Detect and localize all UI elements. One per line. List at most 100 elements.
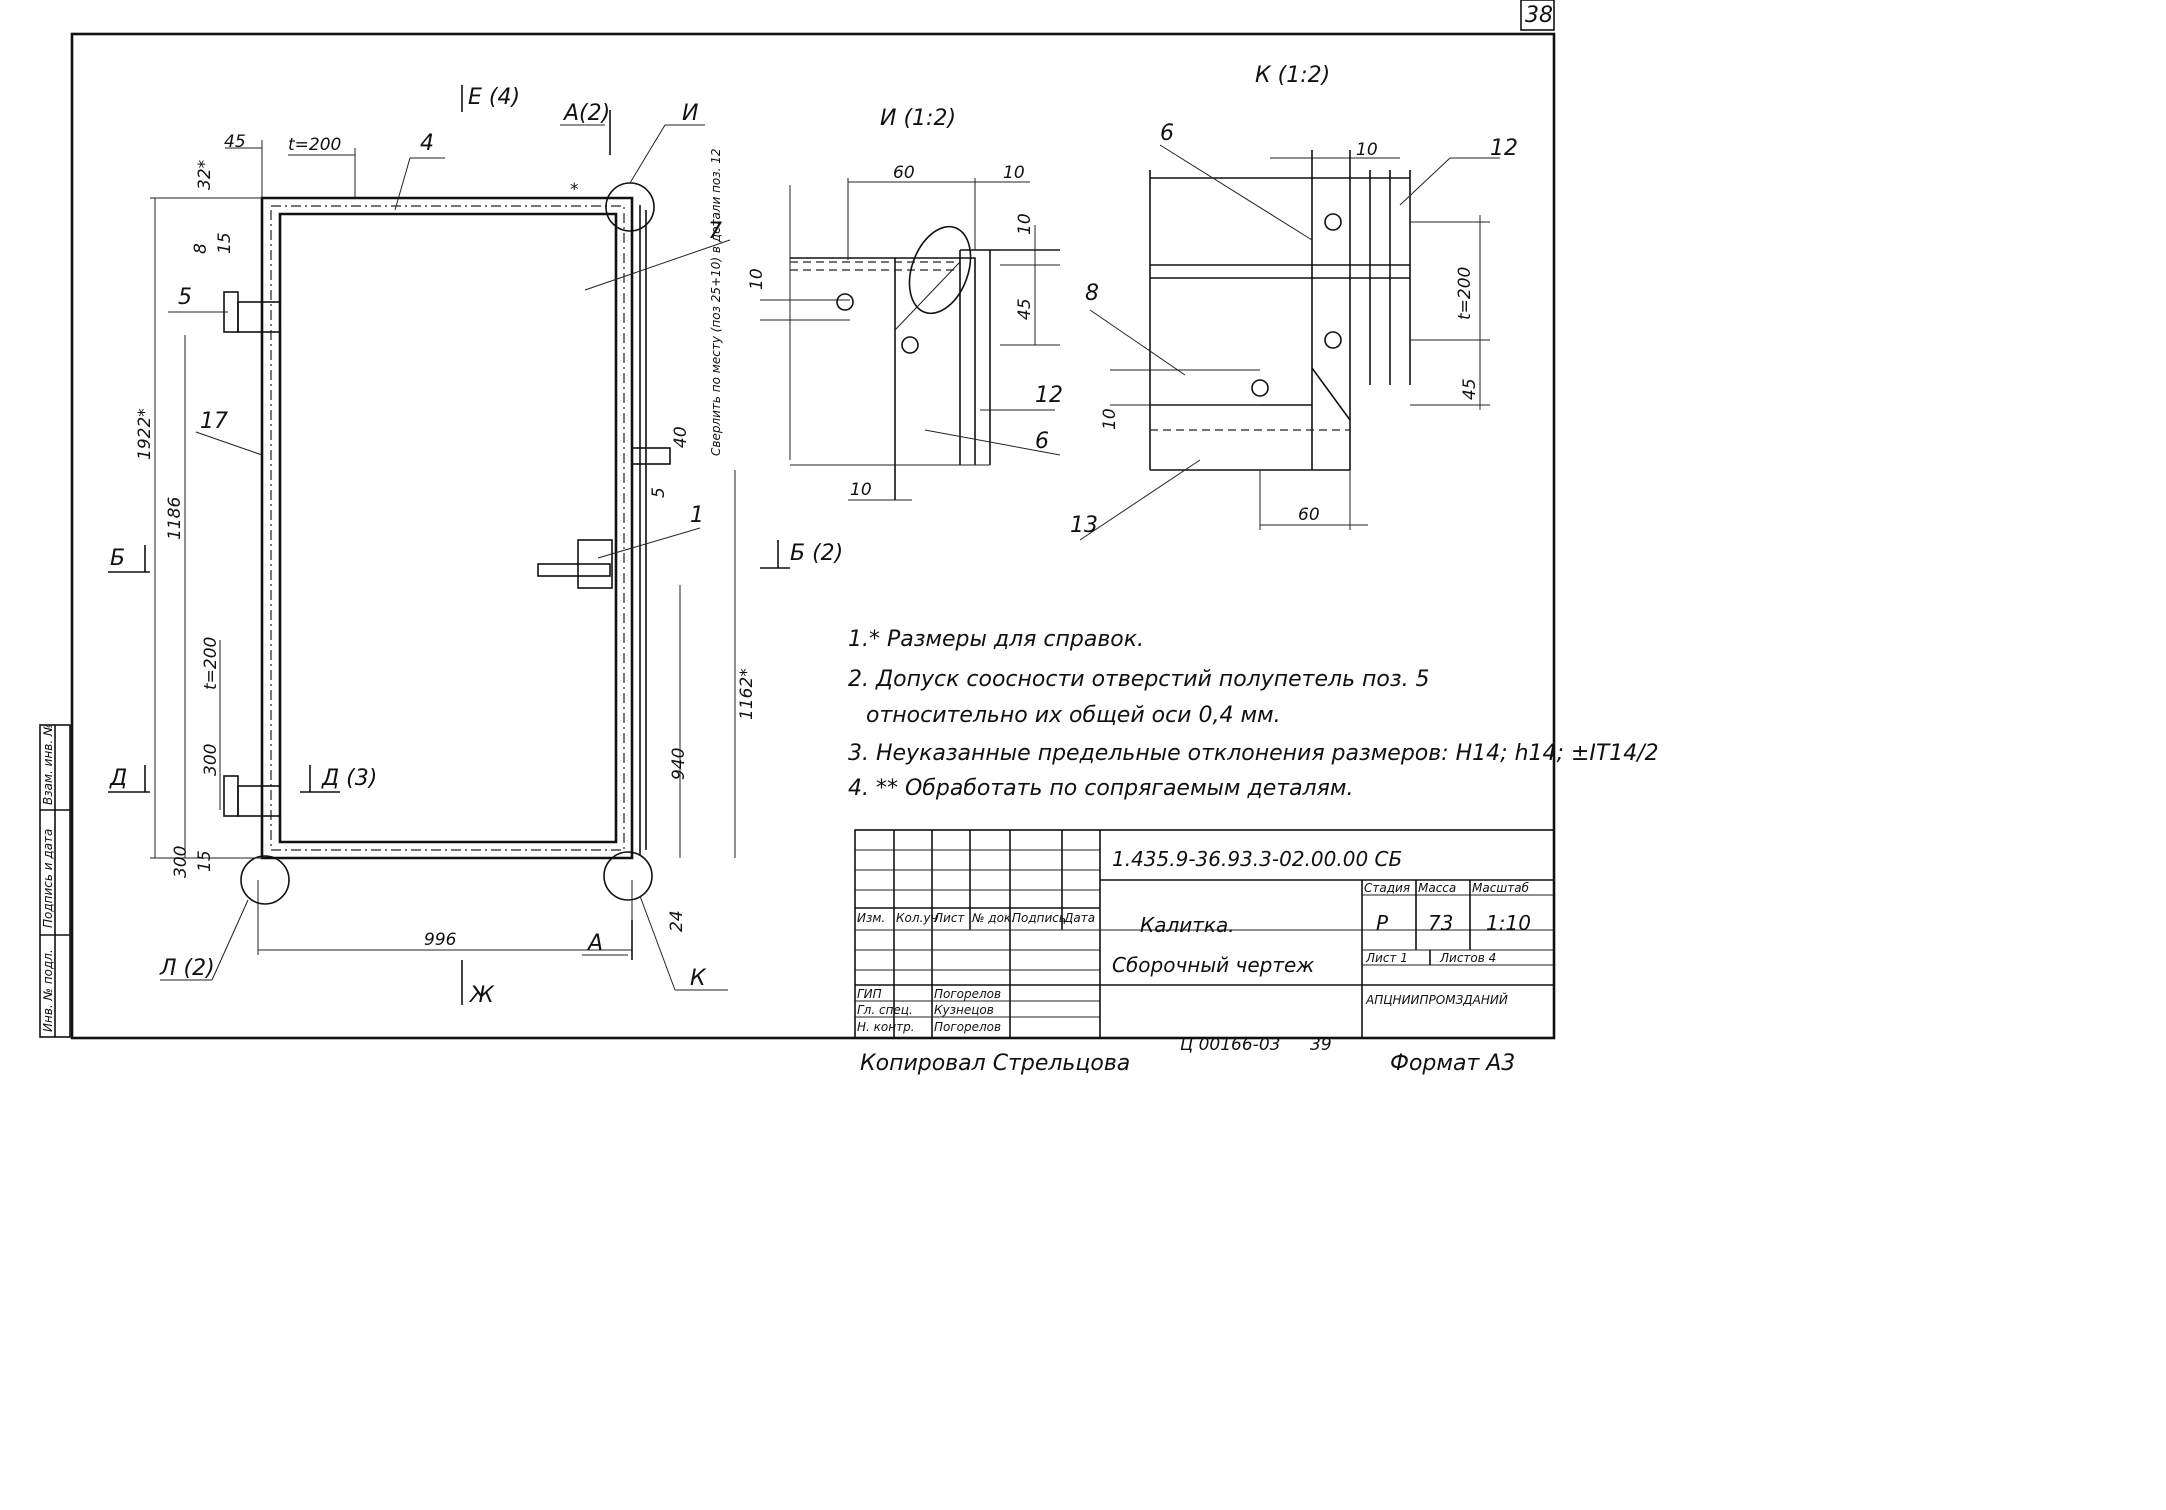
col-list: Лист [933, 911, 965, 925]
dim-5: 5 [649, 487, 669, 498]
detail-i-dim-45: 45 [1015, 298, 1035, 320]
detail-k-pos-12: 12 [1490, 136, 1518, 161]
person-gip: Погорелов [934, 987, 1001, 1001]
cut-a-top-label: А(2) [562, 101, 610, 126]
detail-i-pos-12: 12 [1035, 383, 1063, 408]
dim-15-top: 15 [215, 232, 235, 254]
copier-label: Копировал Стрельцова [860, 1051, 1130, 1076]
detail-k-hole-3 [1251, 379, 1269, 397]
pos-24: 24 [667, 910, 687, 932]
node-i-circle [605, 182, 655, 232]
pos-5: 5 [178, 285, 192, 310]
archive-num: 39 [1310, 1035, 1332, 1055]
page-number: 38 [1525, 3, 1553, 28]
dim-1922: 1922* [135, 408, 155, 460]
sheet-count: Листов 4 [1439, 951, 1496, 965]
view-e-label: Е (4) [468, 85, 520, 110]
sheet-frame [70, 32, 1556, 1040]
role-gip: ГИП [857, 987, 882, 1001]
pos-4: 4 [420, 131, 434, 156]
org-name: АПЦНИИПРОМЗДАНИЙ [1365, 992, 1508, 1007]
dim-t200-top: t=200 [288, 135, 341, 155]
detail-k-hole-2 [1324, 331, 1342, 349]
stage-header: Стадия [1364, 881, 1410, 895]
detail-i-hole-1 [836, 293, 854, 311]
detail-k-dim-10-left: 10 [1100, 408, 1120, 430]
note-1: 1.* Размеры для справок. [848, 627, 1144, 652]
cut-d-label: Д [109, 766, 127, 791]
detail-i-dim-10-top: 10 [1003, 163, 1025, 183]
mass-header: Масса [1418, 881, 1456, 895]
side-stamp-cell-sign: Подпись и дата [41, 829, 55, 928]
node-l-circle [240, 855, 290, 905]
dim-300-bottom: 300 [171, 846, 191, 878]
latch-bolt [537, 563, 611, 577]
dim-45: 45 [224, 132, 246, 152]
dim-996: 996 [424, 930, 457, 950]
col-sign: Подпись [1012, 911, 1066, 925]
view-zh-label: Ж [468, 983, 495, 1008]
title-designation: 1.435.9-36.93.3-02.00.00 СБ [1112, 847, 1402, 871]
col-izm: Изм. [857, 911, 885, 925]
pos-1: 1 [690, 503, 704, 528]
detail-i-hole-2 [901, 336, 919, 354]
notes: 1.* Размеры для справок. 2. Допуск соосн… [848, 627, 1659, 801]
dim-8: 8 [191, 243, 211, 254]
title-block: 1.435.9-36.93.3-02.00.00 СБ Изм. Кол.уч … [854, 829, 1555, 1039]
detail-k-dim-10-top: 10 [1356, 140, 1378, 160]
detail-i-pos-6: 6 [1035, 429, 1049, 454]
node-k-circle [603, 851, 653, 901]
note-3: 3. Неуказанные предельные отклонения раз… [848, 741, 1659, 766]
detail-i-dim-10-bottom: 10 [850, 480, 872, 500]
dim-940: 940 [669, 748, 689, 780]
note-4: 4. ** Обработать по сопрягаемым деталям. [848, 776, 1353, 801]
col-doc: № док. [971, 911, 1015, 925]
detail-k-dim-45: 45 [1460, 378, 1480, 400]
detail-i-dim-10-left: 10 [747, 268, 767, 290]
detail-i-notch [908, 225, 972, 315]
sheet-number: Лист 1 [1365, 951, 1408, 965]
col-date: Дата [1063, 911, 1095, 925]
detail-k-dim-t200: t=200 [1455, 267, 1475, 320]
side-stamp-cell-replace: Взам. инв. № [41, 724, 55, 805]
cut-b2-label: Б (2) [790, 541, 843, 566]
weld-note: Сверлить по месту (поз 25+10) в детали п… [709, 148, 723, 456]
person-spec: Кузнецов [934, 1003, 994, 1017]
gate-frame-inner [278, 212, 618, 844]
drawing-sheet: 38 Инв. № подл. Подпись и дата Взам. инв… [39, 0, 1659, 1076]
hinge-lower [223, 775, 239, 817]
cut-b-label: Б [110, 546, 125, 571]
title-name-line2: Сборочный чертеж [1112, 953, 1314, 977]
dim-32: 32* [195, 160, 215, 190]
node-i-label: И [682, 101, 698, 126]
stage-value: Р [1376, 911, 1389, 935]
detail-k-pos-6: 6 [1160, 121, 1174, 146]
hinge-lower-plate [237, 785, 281, 817]
detail-k-dim-60: 60 [1298, 505, 1320, 525]
hinge-upper-plate [237, 301, 281, 333]
mass-value: 73 [1428, 911, 1453, 935]
format-label: Формат А3 [1390, 1051, 1515, 1076]
gate-frame-outer [260, 196, 634, 860]
detail-k-title: К (1:2) [1255, 63, 1330, 88]
archive-code: Ц 00166-03 [1180, 1035, 1280, 1055]
svg-text:*: * [570, 180, 579, 200]
side-stamp: Инв. № подл. Подпись и дата Взам. инв. № [39, 724, 71, 1038]
detail-i-title: И (1:2) [880, 106, 956, 131]
gate-frame-view: * 45 t=200 32* 8 15 1 [108, 85, 757, 1008]
cut-a-bottom-label: А [586, 931, 603, 956]
note-2-cont: относительно их общей оси 0,4 мм. [866, 703, 1281, 728]
pos-7: 7 [708, 219, 722, 244]
dim-40: 40 [671, 426, 691, 448]
detail-k-pos-8: 8 [1085, 281, 1099, 306]
detail-i-view: И (1:2) 60 10 10 45 10 10 12 6 [747, 106, 1063, 501]
detail-i-dim-60: 60 [893, 163, 915, 183]
role-spec: Гл. спец. [857, 1003, 913, 1017]
page-number-box [1520, 0, 1555, 31]
detail-k-pos-13: 13 [1070, 513, 1098, 538]
dim-15-bottom: 15 [195, 850, 215, 872]
cut-d3-label: Д (3) [321, 766, 377, 791]
node-k-label: К [690, 966, 707, 991]
dim-1186: 1186 [165, 497, 185, 540]
title-name-line1: Калитка. [1140, 913, 1235, 937]
